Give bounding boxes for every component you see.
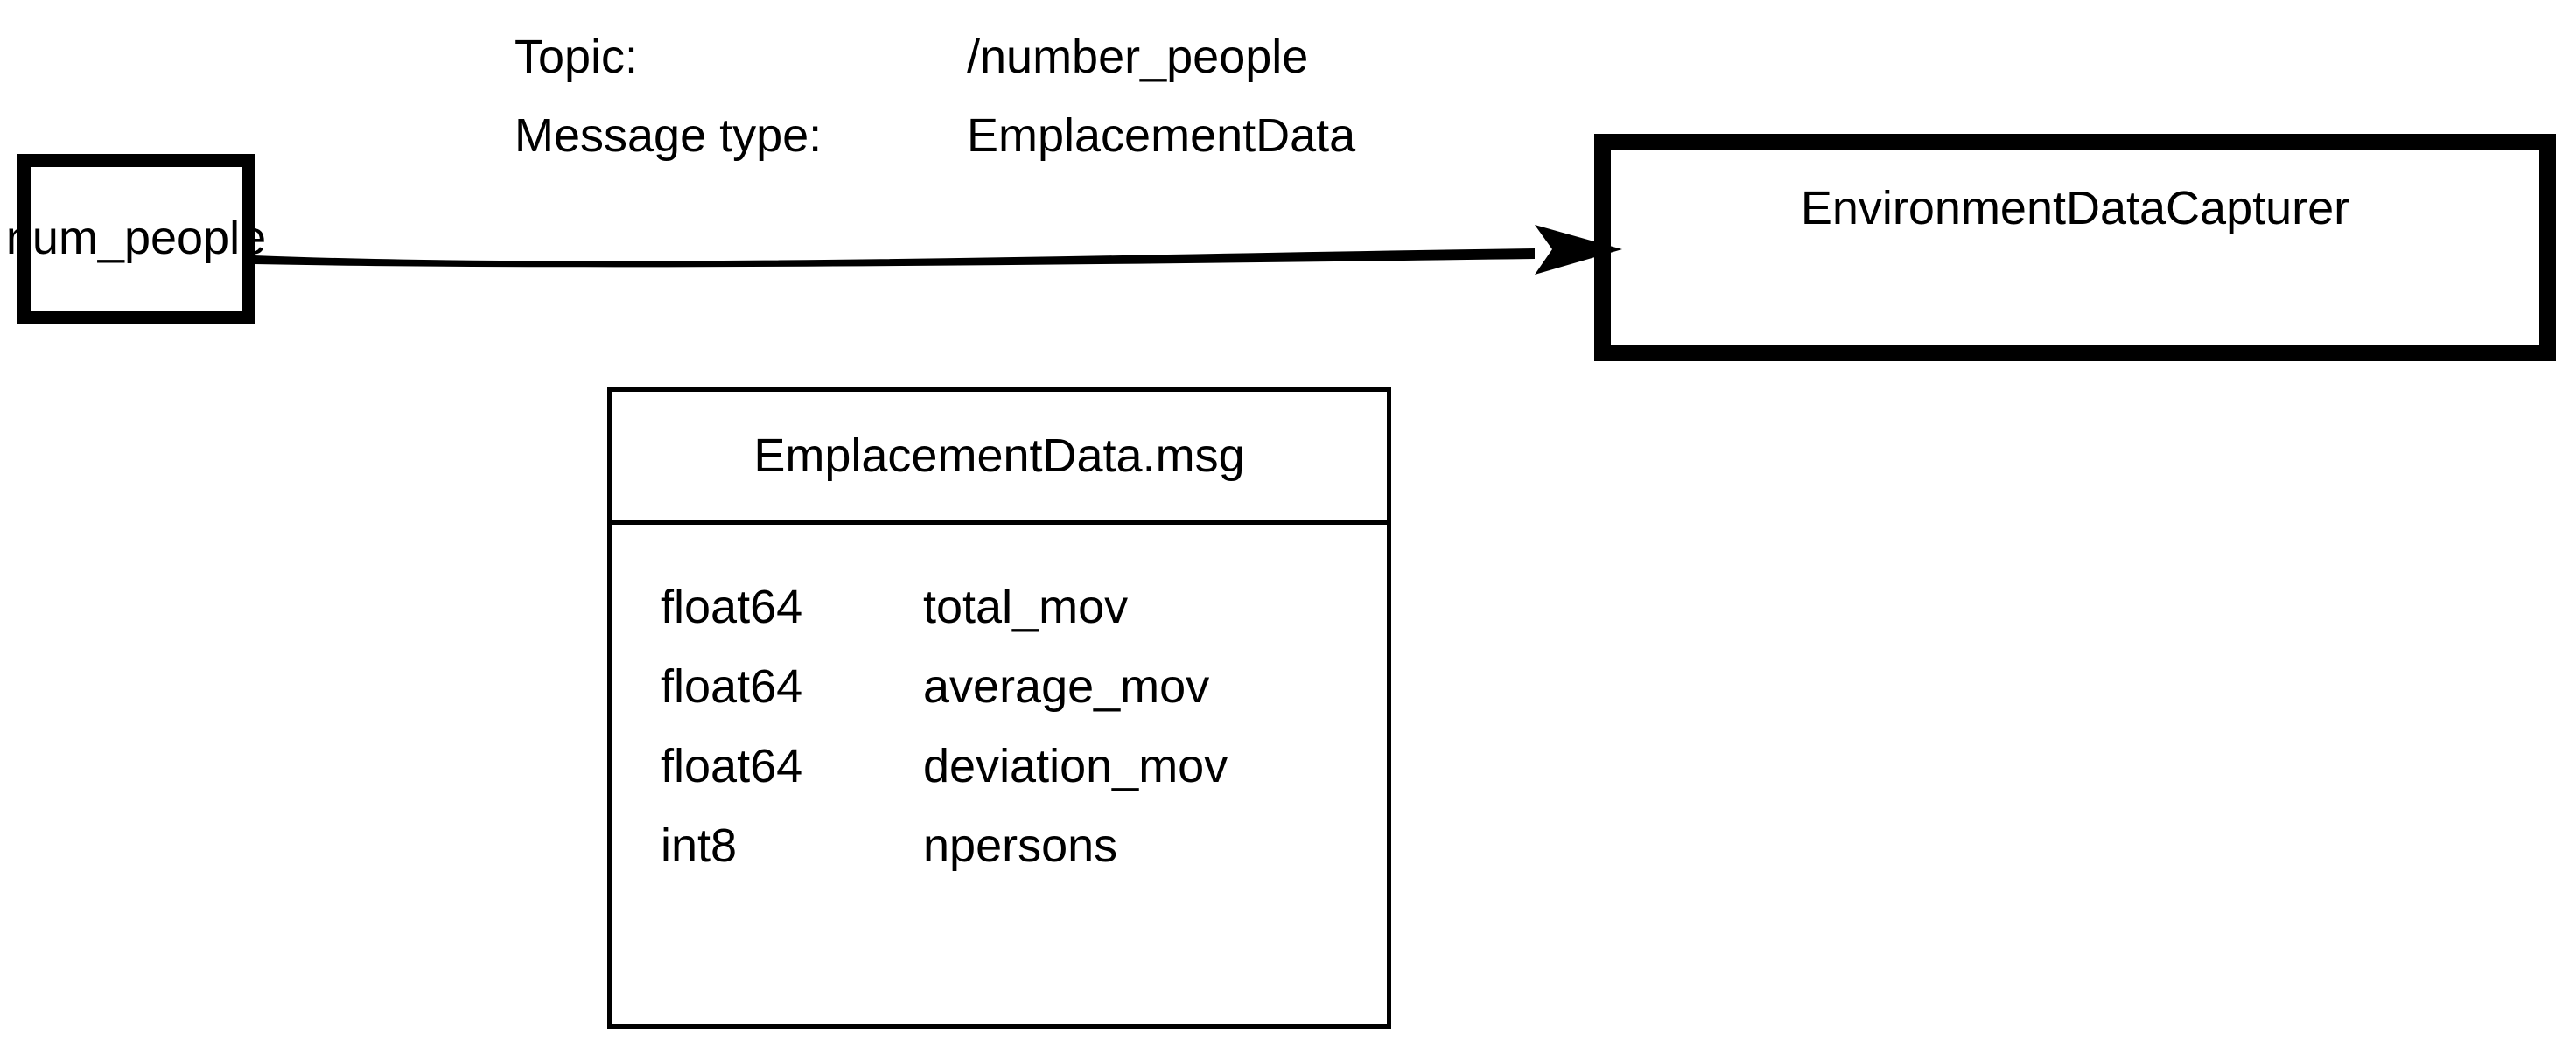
subscriber-node-label: EnvironmentDataCapturer bbox=[1800, 182, 2350, 234]
field-type: float64 bbox=[661, 581, 803, 633]
table-row: float64 total_mov bbox=[612, 568, 1387, 647]
field-type: int8 bbox=[661, 819, 738, 872]
connection-arrow-icon bbox=[254, 225, 1622, 275]
message-table-header: EmplacementData.msg bbox=[612, 392, 1387, 525]
publisher-node-num-people[interactable]: num_people bbox=[6, 154, 266, 324]
topic-row: Topic: /number_people bbox=[514, 17, 1740, 96]
topic-value: /number_people bbox=[967, 31, 1309, 83]
message-type-row: Message type: EmplacementData bbox=[514, 96, 1740, 175]
message-field-list: float64 total_mov float64 average_mov fl… bbox=[612, 525, 1387, 886]
message-table-title: EmplacementData.msg bbox=[753, 429, 1245, 482]
publisher-node-label: num_people bbox=[5, 211, 267, 264]
table-row: float64 average_mov bbox=[612, 647, 1387, 727]
table-row: int8 npersons bbox=[612, 806, 1387, 886]
topic-label: Topic: bbox=[514, 31, 639, 83]
table-row: float64 deviation_mov bbox=[612, 727, 1387, 806]
field-name: deviation_mov bbox=[923, 740, 1228, 792]
field-name: total_mov bbox=[923, 581, 1129, 633]
field-name: npersons bbox=[923, 819, 1118, 872]
connection-annotation: Topic: /number_people Message type: Empl… bbox=[514, 17, 1740, 175]
field-type: float64 bbox=[661, 740, 803, 792]
subscriber-node-environment-data-capturer[interactable]: EnvironmentDataCapturer bbox=[1594, 134, 2556, 361]
message-type-value: EmplacementData bbox=[967, 109, 1356, 162]
message-definition-table: EmplacementData.msg float64 total_mov fl… bbox=[607, 387, 1391, 1029]
field-type: float64 bbox=[661, 660, 803, 713]
field-name: average_mov bbox=[923, 660, 1210, 713]
message-type-label: Message type: bbox=[514, 109, 822, 162]
